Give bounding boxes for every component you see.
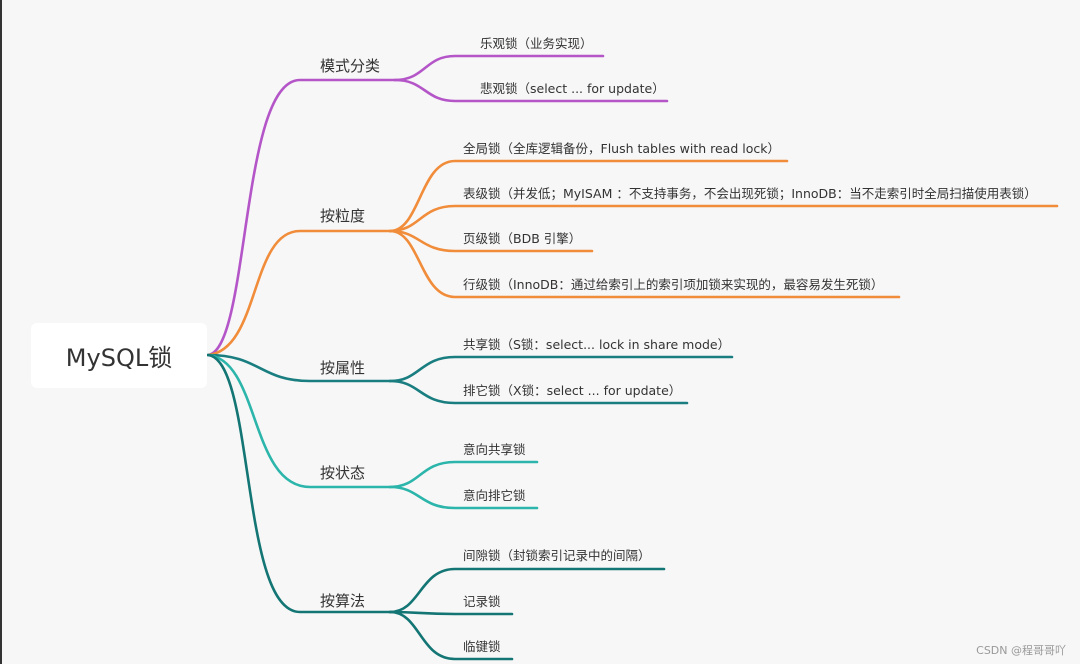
node-label: 共享锁（S锁：select... lock in share mode）	[463, 337, 730, 352]
connector-granularity-child-2	[388, 204, 1059, 233]
node-label: 页级锁（BDB 引擎）	[463, 231, 581, 246]
node-label: 悲观锁（select ... for update）	[480, 81, 665, 96]
connector-algorithm-child-2	[388, 610, 514, 616]
connector-mode-child-1	[393, 54, 605, 82]
connector-granularity-child-4	[388, 229, 901, 299]
node-label: 临键锁	[463, 639, 501, 654]
connector-attribute-child-1	[388, 355, 734, 383]
branch-label-granularity: 按粒度	[320, 207, 365, 225]
node-label: 意向共享锁	[463, 442, 526, 457]
branch-state-lines	[206, 353, 539, 510]
branch-granularity-lines	[206, 159, 1059, 357]
branch-attribute-lines	[206, 353, 734, 405]
connector-root-granularity	[206, 229, 392, 357]
watermark: CSDN @程哥哥吖	[976, 644, 1066, 657]
connector-root-algorithm	[206, 353, 392, 614]
node-label: 全局锁（全库逻辑备份，Flush tables with read lock）	[463, 141, 780, 156]
branch-label-mode: 模式分类	[320, 57, 380, 75]
connector-algorithm-child-3	[388, 610, 514, 661]
connector-mode-child-2	[393, 78, 669, 103]
window-edge	[0, 0, 2, 664]
node-label: 记录锁	[463, 594, 501, 609]
branch-label-state: 按状态	[320, 464, 365, 482]
connector-granularity-child-1	[388, 159, 789, 233]
connector-root-state	[206, 353, 392, 489]
node-label: 排它锁（X锁：select ... for update）	[463, 383, 681, 398]
node-label: 行级锁（InnoDB：通过给索引上的索引项加锁来实现的，最容易发生死锁）	[463, 277, 883, 292]
connector-root-mode	[206, 78, 397, 357]
branch-algorithm-lines	[206, 353, 666, 661]
connector-granularity-child-3	[388, 229, 594, 253]
root-node: MySQL锁	[31, 323, 207, 388]
connector-state-child-1	[388, 460, 539, 489]
branch-mode-lines	[206, 54, 669, 357]
node-label: 间隙锁（封锁索引记录中的间隔）	[463, 548, 651, 563]
node-label: 乐观锁（业务实现）	[480, 36, 593, 51]
node-label: 表级锁（并发低；MyISAM ：不支持事务，不会出现死锁；InnoDB：当不走索…	[463, 186, 1037, 201]
branch-label-attribute: 按属性	[320, 359, 365, 377]
connector-algorithm-child-1	[388, 567, 666, 614]
connector-root-attribute	[206, 353, 392, 383]
node-label: 意向排它锁	[463, 488, 526, 503]
connector-attribute-child-2	[388, 379, 689, 405]
branch-label-algorithm: 按算法	[320, 592, 365, 610]
connector-state-child-2	[388, 485, 539, 510]
